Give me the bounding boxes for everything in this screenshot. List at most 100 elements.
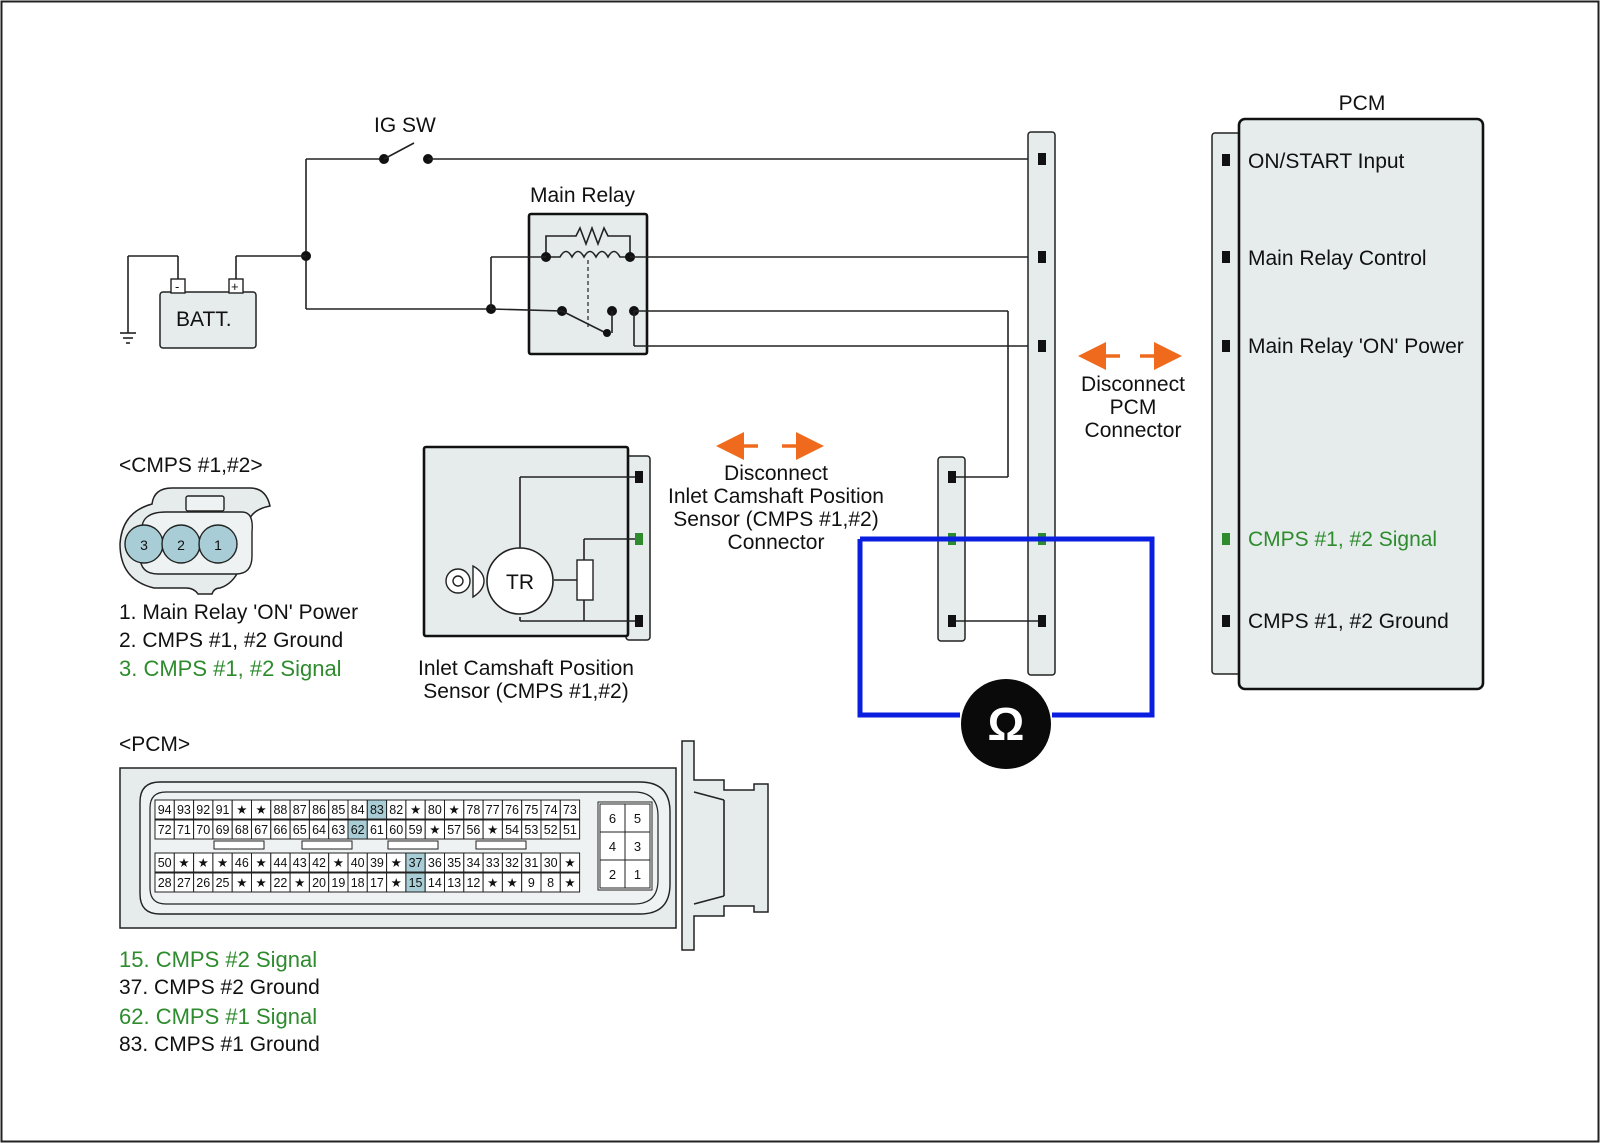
cmps-pin-number: 2 <box>177 537 185 553</box>
pcm-pin-cell <box>559 872 581 893</box>
pcm-pin-number: 36 <box>428 856 442 870</box>
pcm-pin-number: 44 <box>273 856 287 870</box>
pcm-pin-number: 77 <box>486 803 500 817</box>
cmps-sensor: TR Inlet Camshaft Position Sensor (CMPS … <box>418 445 651 703</box>
pcm-pin-number: 60 <box>389 823 403 837</box>
pcm-pin-number: ★ <box>410 803 421 817</box>
pcm-key-bar <box>475 840 527 850</box>
pcm-pin-number: 94 <box>158 803 172 817</box>
disconnect-pcm-annotation: Disconnect PCM Connector <box>1078 342 1185 442</box>
pcm-pin-label: CMPS #1, #2 Signal <box>1248 528 1437 551</box>
sensor-harness-connector[interactable] <box>937 456 966 642</box>
sensor-name-line1: Inlet Camshaft Position <box>418 657 634 680</box>
pcm-side-pin-number: 3 <box>634 839 641 854</box>
pcm-pin-number: 84 <box>351 803 365 817</box>
pcm-pin-number: 54 <box>505 823 519 837</box>
pcm-pin-number: ★ <box>217 856 228 870</box>
pcm-pin-number: ★ <box>429 823 440 837</box>
ignition-switch: IG SW <box>306 114 1040 164</box>
ohmmeter[interactable] <box>961 679 1051 769</box>
pcm-pin-number: ★ <box>236 876 247 890</box>
pcm-side-pin-cell <box>599 831 626 861</box>
pcm-pin-number: 13 <box>447 876 461 890</box>
pcm-side-pin-number: 5 <box>634 811 641 826</box>
disconnect-pcm-line1: Disconnect <box>1081 373 1185 396</box>
main-relay: Main Relay <box>527 184 649 356</box>
battery-plus-sign: + <box>231 279 239 294</box>
pcm-pin-number: 56 <box>466 823 480 837</box>
pcm-key-bar <box>301 840 353 850</box>
pcm-connector-flange <box>681 740 769 951</box>
pcm-side-pin-number: 4 <box>609 839 616 854</box>
pcm-pin-number: 66 <box>273 823 287 837</box>
ig-sw-label: IG SW <box>374 114 436 137</box>
pcm-side-pin-number: 1 <box>634 867 641 882</box>
pcm-pin-number: 37 <box>409 856 423 870</box>
cmps-connector-title: <CMPS #1,#2> <box>119 454 263 477</box>
disconnect-sensor-line4: Connector <box>728 531 825 554</box>
pcm-legend-item: 15. CMPS #2 Signal <box>119 947 317 972</box>
ground-icon <box>120 332 136 344</box>
pcm-pin-number: ★ <box>178 856 189 870</box>
pcm-title: PCM <box>1339 92 1386 115</box>
pcm-pin-number: 17 <box>370 876 384 890</box>
pcm-pin-number: 64 <box>312 823 326 837</box>
pcm-pin-number: 28 <box>158 876 172 890</box>
pcm-pin-number: 75 <box>524 803 538 817</box>
pcm-pin-number: 31 <box>524 856 538 870</box>
pcm-pin-number: 88 <box>273 803 287 817</box>
pcm-pin-number: 71 <box>177 823 191 837</box>
pcm-harness-connector[interactable] <box>1027 131 1056 676</box>
pcm-pin-number: ★ <box>256 856 267 870</box>
pcm-pin-number: 50 <box>158 856 172 870</box>
pcm-pin-number: 87 <box>293 803 307 817</box>
pcm-body <box>1237 117 1485 691</box>
pcm-pin-number: 26 <box>196 876 210 890</box>
pcm-pin-number: ★ <box>236 803 247 817</box>
pcm-pin-number: ★ <box>564 856 575 870</box>
pcm-pin-number: 93 <box>177 803 191 817</box>
pcm-side-pin-cell <box>624 803 651 833</box>
pcm-pin-number: 70 <box>196 823 210 837</box>
pcm-pin-number: 33 <box>486 856 500 870</box>
cmps-legend-item: 2. CMPS #1, #2 Ground <box>119 629 343 652</box>
pcm-pin-number: 20 <box>312 876 326 890</box>
transistor-icon <box>486 547 554 615</box>
pcm-pin-number: 27 <box>177 876 191 890</box>
pcm-pin-number: ★ <box>294 876 305 890</box>
pcm-pin-number: 86 <box>312 803 326 817</box>
pcm-legend-item: 83. CMPS #1 Ground <box>119 1033 320 1056</box>
main-relay-label: Main Relay <box>530 184 636 207</box>
pcm-side-pin-number: 6 <box>609 811 616 826</box>
pcm-pin-number: ★ <box>256 803 267 817</box>
pcm-pin-number: 9 <box>528 876 535 890</box>
pcm-pin-number: ★ <box>487 823 498 837</box>
pcm-pin-number: 57 <box>447 823 461 837</box>
cmps-legend: 1. Main Relay 'ON' Power 2. CMPS #1, #2 … <box>119 601 358 681</box>
pcm-pin-number: ★ <box>333 856 344 870</box>
pcm-pin-number: 30 <box>544 856 558 870</box>
pcm-pin-number: ★ <box>506 876 517 890</box>
pcm-pin-number: ★ <box>449 803 460 817</box>
cmps-pin-number: 3 <box>140 537 148 553</box>
pcm-pin-number: 18 <box>351 876 365 890</box>
pcm-pin-number: 85 <box>331 803 345 817</box>
disconnect-sensor-line1: Disconnect <box>724 462 828 485</box>
pcm-pin-number: 68 <box>235 823 249 837</box>
pcm-pin-cell <box>559 852 581 873</box>
pcm-module: PCM ON/START Input Main Relay Control Ma… <box>1211 92 1485 691</box>
pcm-pin-number: ★ <box>487 876 498 890</box>
cmps-connector-face: <CMPS #1,#2> 3 2 1 <box>119 454 271 595</box>
ohm-icon: Ω <box>988 698 1025 750</box>
pcm-legend: 15. CMPS #2 Signal 37. CMPS #2 Ground 62… <box>119 947 320 1056</box>
pcm-pin-number: 65 <box>293 823 307 837</box>
pcm-pin-number: 25 <box>216 876 230 890</box>
pcm-pin-number: 46 <box>235 856 249 870</box>
sensor-connector-strip <box>625 455 651 641</box>
pcm-pin-number: 39 <box>370 856 384 870</box>
pcm-pin-number: 14 <box>428 876 442 890</box>
cmps-pin-number: 1 <box>214 537 222 553</box>
